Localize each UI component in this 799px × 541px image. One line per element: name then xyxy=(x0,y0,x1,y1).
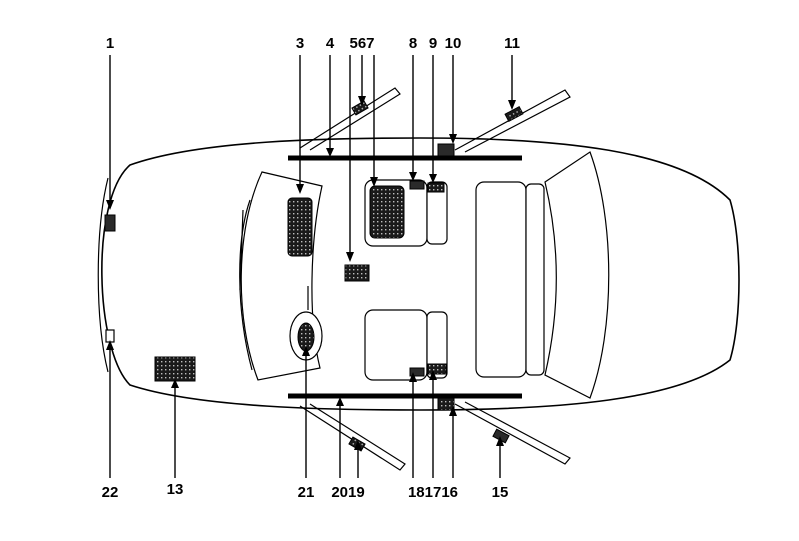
rear-right-door-open xyxy=(454,401,571,465)
component-16-module xyxy=(437,397,455,411)
component-11-module xyxy=(504,106,524,122)
front-right-seat-back xyxy=(426,311,448,379)
front-right-door-open xyxy=(299,403,406,471)
rear-bench-seat-back xyxy=(525,183,545,376)
component-8-module xyxy=(409,180,425,190)
component-5-module xyxy=(344,264,370,282)
callout-22: 22 xyxy=(102,484,119,501)
callout-15: 15 xyxy=(492,484,509,501)
component-17-module xyxy=(427,363,447,375)
component-18-module xyxy=(409,367,425,377)
callout-9: 9 xyxy=(429,35,437,52)
callout-8: 8 xyxy=(409,35,417,52)
leader-lines-bottom xyxy=(109,346,501,478)
front-bumper-line xyxy=(97,177,109,373)
arrowheads-top xyxy=(106,96,516,262)
component-3-module xyxy=(287,197,313,257)
callout-4: 4 xyxy=(326,35,335,52)
rear-bench-seat xyxy=(475,181,527,378)
component-1-module xyxy=(104,214,116,232)
front-left-door-open xyxy=(299,87,401,151)
callout-3: 3 xyxy=(296,35,304,52)
windshield-wiper xyxy=(239,199,253,371)
callout-567: 567 xyxy=(349,35,374,52)
component-13-module xyxy=(154,356,196,382)
callout-21: 21 xyxy=(298,484,315,501)
arrowheads-bottom xyxy=(106,340,504,450)
callout-1: 1 xyxy=(106,35,114,52)
wiper-blade xyxy=(239,209,244,291)
component-9-module xyxy=(427,182,445,193)
component-10-module xyxy=(437,143,455,157)
callout-13: 13 xyxy=(167,481,184,498)
callout-2019: 2019 xyxy=(331,484,364,501)
front-left-seat-back xyxy=(426,181,448,245)
callout-181716: 181716 xyxy=(408,484,458,501)
component-6-module xyxy=(351,100,369,116)
callout-11: 11 xyxy=(504,35,520,52)
car-body-outline xyxy=(101,137,740,411)
component-7-module xyxy=(369,185,405,239)
leader-lines-top xyxy=(109,55,513,255)
callout-10: 10 xyxy=(445,35,462,52)
rear-window xyxy=(544,151,610,399)
